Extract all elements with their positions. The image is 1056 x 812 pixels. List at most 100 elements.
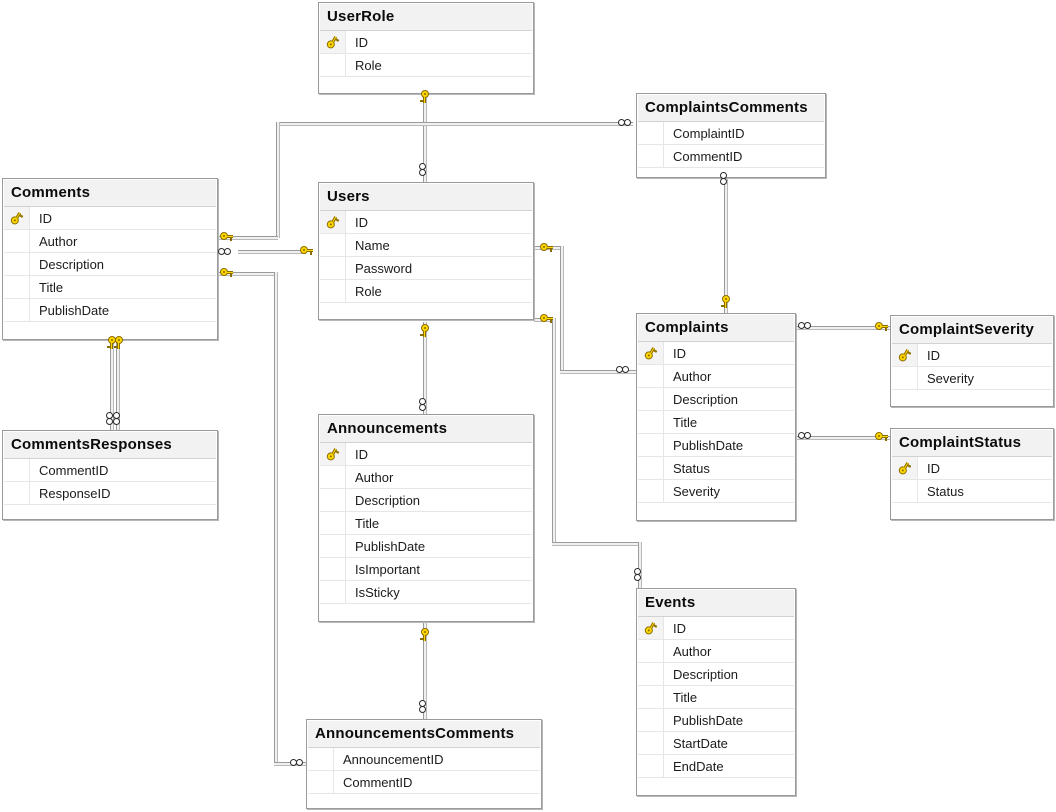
field-name: ID bbox=[673, 345, 686, 361]
field-gutter bbox=[320, 280, 346, 302]
entity-field-row[interactable]: Password bbox=[320, 257, 532, 280]
entity-field-row[interactable]: AnnouncementID bbox=[308, 748, 540, 771]
many-marker-anncomments-left bbox=[290, 759, 305, 768]
entity-field-row[interactable]: Severity bbox=[892, 367, 1052, 390]
entity-field-row[interactable]: ID bbox=[320, 211, 532, 234]
entity-field-row[interactable]: Description bbox=[4, 253, 216, 276]
entity-field-row[interactable]: Description bbox=[320, 489, 532, 512]
connector-segment bbox=[276, 122, 280, 238]
entity-field-row[interactable]: Role bbox=[320, 54, 532, 77]
entity-field-row[interactable]: CommentID bbox=[4, 459, 216, 482]
entity-field-row[interactable]: ID bbox=[4, 207, 216, 230]
entity-field-row[interactable]: PublishDate bbox=[320, 535, 532, 558]
entity-field-row[interactable]: Description bbox=[638, 663, 794, 686]
entity-field-row[interactable]: IsSticky bbox=[320, 581, 532, 604]
primary-key-icon bbox=[220, 231, 233, 242]
field-name: ID bbox=[673, 620, 686, 636]
entity-field-row[interactable]: CommentID bbox=[308, 771, 540, 794]
entity-field-row[interactable]: Title bbox=[638, 411, 794, 434]
entity-title-announcementscomments: AnnouncementsComments bbox=[308, 721, 540, 748]
entity-empty-space bbox=[320, 77, 532, 92]
primary-key-icon bbox=[875, 431, 888, 442]
entity-title-complaints: Complaints bbox=[638, 315, 794, 342]
primary-key-icon bbox=[8, 210, 24, 227]
entity-field-row[interactable]: ComplaintID bbox=[638, 122, 824, 145]
entity-field-row[interactable]: Author bbox=[638, 640, 794, 663]
field-name: Author bbox=[673, 368, 712, 384]
field-gutter bbox=[638, 686, 664, 708]
entity-field-row[interactable]: PublishDate bbox=[638, 434, 794, 457]
entity-field-row[interactable]: Author bbox=[4, 230, 216, 253]
entity-field-row[interactable]: Status bbox=[638, 457, 794, 480]
entity-field-row[interactable]: ID bbox=[320, 31, 532, 54]
field-gutter bbox=[320, 234, 346, 256]
primary-key-icon bbox=[320, 211, 346, 233]
entity-field-row[interactable]: EndDate bbox=[638, 755, 794, 778]
entity-field-row[interactable]: ResponseID bbox=[4, 482, 216, 505]
entity-field-row[interactable]: ID bbox=[892, 344, 1052, 367]
entity-field-row[interactable]: Author bbox=[320, 466, 532, 489]
entity-field-row[interactable]: Name bbox=[320, 234, 532, 257]
entity-empty-space bbox=[892, 503, 1052, 518]
connector-segment bbox=[796, 436, 892, 440]
many-marker-complaints-right-bottom bbox=[798, 432, 813, 441]
connector-segment bbox=[552, 318, 556, 544]
primary-key-icon bbox=[720, 295, 731, 308]
field-name: ID bbox=[355, 446, 368, 462]
entity-field-row[interactable]: IsImportant bbox=[320, 558, 532, 581]
field-name: ID bbox=[355, 34, 368, 50]
field-name: Severity bbox=[927, 370, 974, 386]
field-name: CommentID bbox=[39, 462, 109, 478]
entity-title-complaintstatus: ComplaintStatus bbox=[892, 430, 1052, 457]
pk-marker-users-right-top bbox=[540, 242, 554, 254]
primary-key-icon bbox=[642, 345, 658, 362]
entity-field-row[interactable]: Title bbox=[638, 686, 794, 709]
field-gutter bbox=[308, 748, 334, 770]
entity-title-userrole: UserRole bbox=[320, 4, 532, 31]
entity-field-row[interactable]: PublishDate bbox=[4, 299, 216, 322]
entity-field-row[interactable]: ID bbox=[638, 617, 794, 640]
entity-field-row[interactable]: PublishDate bbox=[638, 709, 794, 732]
many-marker-commentsresponses-b bbox=[113, 412, 122, 427]
entity-field-row[interactable]: Status bbox=[892, 480, 1052, 503]
entity-field-row[interactable]: Description bbox=[638, 388, 794, 411]
primary-key-icon bbox=[638, 342, 664, 364]
field-gutter bbox=[638, 145, 664, 167]
pk-marker-complaintstatus bbox=[875, 431, 889, 443]
entity-field-row[interactable]: Severity bbox=[638, 480, 794, 503]
pk-marker-userrole bbox=[418, 90, 432, 103]
many-marker-users-role bbox=[419, 163, 428, 178]
entity-field-row[interactable]: Title bbox=[320, 512, 532, 535]
many-marker-comments-description bbox=[218, 248, 233, 257]
entity-field-row[interactable]: StartDate bbox=[638, 732, 794, 755]
entity-title-commentsresponses: CommentsResponses bbox=[4, 432, 216, 459]
primary-key-icon bbox=[324, 446, 340, 463]
primary-key-icon bbox=[320, 443, 346, 465]
entity-field-row[interactable]: CommentID bbox=[638, 145, 824, 168]
field-name: IsSticky bbox=[355, 584, 400, 600]
entity-field-row[interactable]: Role bbox=[320, 280, 532, 303]
entity-field-row[interactable]: ID bbox=[638, 342, 794, 365]
entity-field-row[interactable]: Title bbox=[4, 276, 216, 299]
entity-field-row[interactable]: ID bbox=[892, 457, 1052, 480]
connector-segment bbox=[218, 272, 276, 276]
primary-key-icon bbox=[875, 321, 888, 332]
entity-field-row[interactable]: ID bbox=[320, 443, 532, 466]
entity-field-row[interactable]: Author bbox=[638, 365, 794, 388]
